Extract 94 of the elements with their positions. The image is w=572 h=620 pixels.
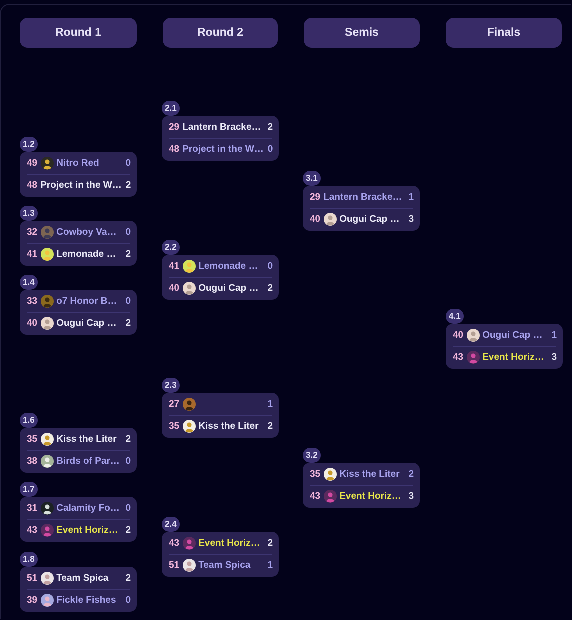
score: 0 <box>124 456 131 466</box>
seed-number: 51 <box>27 572 38 584</box>
team-name: Kiss the Liter <box>198 420 259 432</box>
team-name: Birds of Par… <box>56 456 120 466</box>
score: 1 <box>266 398 273 410</box>
seed-number: 38 <box>27 456 38 466</box>
score: 2 <box>124 180 132 190</box>
team-name: Lemonade … <box>198 260 258 272</box>
match-card <box>303 463 420 508</box>
score: 0 <box>124 594 131 606</box>
team-name: Nitro Red <box>56 158 100 168</box>
round-header: Round 1 <box>20 18 137 48</box>
score: 0 <box>124 502 131 514</box>
score: 1 <box>408 192 414 202</box>
seed-number: 39 <box>27 594 38 606</box>
seed-number: 32 <box>27 226 38 238</box>
seed-number: 35 <box>310 468 321 480</box>
seed-number: 29 <box>310 192 321 202</box>
score: 0 <box>266 260 273 272</box>
score: 2 <box>124 248 131 260</box>
seed-number: 31 <box>27 502 38 514</box>
team-name: Calamity Fo… <box>56 502 120 514</box>
seed-number: 40 <box>27 318 38 328</box>
seed-number: 43 <box>453 352 464 362</box>
seed-number: 35 <box>169 420 180 432</box>
score: 0 <box>124 226 131 238</box>
team-name: Ougui Cap … <box>340 214 400 224</box>
score: 0 <box>124 158 131 168</box>
team-name: Event Horiz… <box>340 490 402 502</box>
team-name: Ougui Cap … <box>482 330 543 340</box>
team-name: Kiss the Liter <box>56 434 117 444</box>
match-card <box>20 567 137 612</box>
team-name: Ougui Cap … <box>198 282 259 294</box>
seed-number: 41 <box>169 260 180 272</box>
match-card <box>20 497 137 542</box>
score: 2 <box>266 420 273 432</box>
seed-number: 48 <box>169 144 180 154</box>
seed-number: 40 <box>310 214 321 224</box>
team-name: Event Horiz… <box>56 524 118 536</box>
match-card <box>162 532 279 577</box>
score: 1 <box>550 330 557 340</box>
seed-number: 48 <box>27 180 38 190</box>
team-name: Project in the W… <box>182 144 264 154</box>
seed-number: 43 <box>169 538 180 548</box>
score: 2 <box>124 318 131 328</box>
team-name: Ougui Cap … <box>56 318 117 328</box>
match-card <box>20 221 137 266</box>
score: 2 <box>408 468 414 480</box>
score: 2 <box>266 282 273 294</box>
team-name: Event Horiz… <box>482 352 544 362</box>
team-name: Team Spica <box>198 560 251 570</box>
round-header: Round 2 <box>163 18 278 48</box>
team-name: Lemonade … <box>56 248 116 260</box>
seed-number: 43 <box>310 490 321 502</box>
score: 2 <box>266 538 273 548</box>
team-name: Team Spica <box>56 572 109 584</box>
team-name: Lantern Bracke… <box>324 192 402 202</box>
team-name: Lantern Bracke… <box>182 122 262 132</box>
match-card <box>303 186 420 231</box>
score: 3 <box>408 214 414 224</box>
score: 2 <box>266 122 273 132</box>
round-header: Finals <box>446 18 562 48</box>
match-card <box>20 428 137 473</box>
score: 2 <box>124 524 131 536</box>
score: 1 <box>266 560 273 570</box>
team-name: Cowboy Va… <box>56 226 117 238</box>
team-name: Kiss the Liter <box>340 468 400 480</box>
seed-number: 35 <box>27 434 38 444</box>
seed-number: 41 <box>27 248 38 260</box>
seed-number: 40 <box>169 282 180 294</box>
match-card <box>446 324 563 369</box>
seed-number: 51 <box>169 560 180 570</box>
match-card <box>162 116 279 161</box>
seed-number: 33 <box>27 296 38 306</box>
round-header: Semis <box>304 18 420 48</box>
seed-number: 43 <box>27 524 38 536</box>
score: 0 <box>266 144 274 154</box>
match-card <box>162 393 279 438</box>
match-card <box>20 290 137 335</box>
team-name: o7 Honor B… <box>56 296 118 306</box>
seed-number: 27 <box>169 398 180 410</box>
seed-number: 49 <box>27 158 38 168</box>
score: 2 <box>124 434 131 444</box>
score: 0 <box>124 296 131 306</box>
team-name: Event Horiz… <box>198 538 260 548</box>
match-card <box>20 152 137 197</box>
score: 3 <box>550 352 557 362</box>
match-card <box>162 255 279 300</box>
team-name: Project in the W… <box>40 180 122 190</box>
score: 2 <box>124 572 131 584</box>
score: 3 <box>408 490 414 502</box>
seed-number: 29 <box>169 122 180 132</box>
seed-number: 40 <box>453 330 464 340</box>
team-name: Fickle Fishes <box>56 594 116 606</box>
